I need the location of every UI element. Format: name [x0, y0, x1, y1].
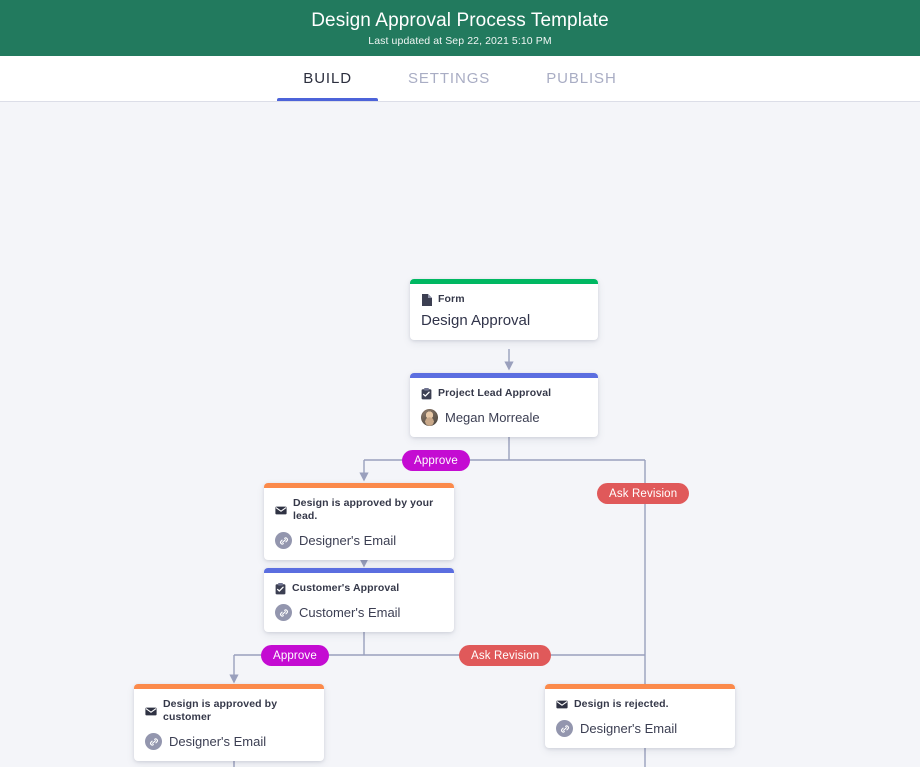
- branch-pill-revision-customer-label: Ask Revision: [471, 649, 540, 662]
- tab-build[interactable]: BUILD: [275, 56, 380, 101]
- approval-clipboard-icon: [421, 387, 432, 400]
- node-email-approved-by-customer-target-row: Designer's Email: [145, 733, 313, 750]
- node-email-rejected[interactable]: Design is rejected. Designer's Email: [545, 684, 735, 748]
- node-email-rejected-accent: [545, 684, 735, 689]
- node-email-approved-by-lead-accent: [264, 483, 454, 488]
- link-badge-icon: [275, 604, 292, 621]
- node-email-rejected-target: Designer's Email: [580, 720, 678, 736]
- tab-settings-label: SETTINGS: [407, 70, 491, 87]
- branch-pill-approve-lead[interactable]: Approve: [402, 450, 470, 471]
- node-form-title: Design Approval: [421, 312, 531, 329]
- node-form-accent: [410, 279, 598, 284]
- page-title: Design Approval Process Template: [311, 9, 609, 31]
- envelope-icon: [556, 700, 568, 709]
- tab-publish-label: PUBLISH: [546, 70, 617, 87]
- node-project-lead-approval-body: Project Lead Approval Megan Morreale: [410, 378, 598, 437]
- node-form-type-label: Form: [438, 293, 465, 305]
- document-icon: [421, 293, 432, 306]
- node-form-title-row: Design Approval: [421, 313, 587, 329]
- link-badge-icon: [145, 733, 162, 750]
- node-email-approved-by-lead-body: Design is approved by your lead. Designe…: [264, 488, 454, 560]
- node-form[interactable]: Form Design Approval: [410, 279, 598, 340]
- node-email-approved-by-customer-accent: [134, 684, 324, 689]
- branch-pill-approve-customer-label: Approve: [273, 649, 317, 662]
- branch-pill-approve-customer[interactable]: Approve: [261, 645, 329, 666]
- node-form-body: Form Design Approval: [410, 284, 598, 340]
- node-customers-approval[interactable]: Customer's Approval Customer's Email: [264, 568, 454, 632]
- envelope-icon: [275, 506, 287, 515]
- node-customers-approval-accent: [264, 568, 454, 573]
- node-customers-approval-type: Customer's Approval: [275, 582, 443, 595]
- branch-pill-revision-lead-label: Ask Revision: [609, 487, 678, 500]
- node-email-rejected-type: Design is rejected.: [556, 698, 724, 711]
- node-email-approved-by-customer-type-label: Design is approved by customer: [163, 698, 278, 723]
- app-header: Design Approval Process Template Last up…: [0, 0, 920, 56]
- link-badge-icon: [556, 720, 573, 737]
- node-customers-approval-target-row: Customer's Email: [275, 604, 443, 621]
- node-project-lead-approval[interactable]: Project Lead Approval Megan Morreale: [410, 373, 598, 437]
- node-email-approved-by-customer-target: Designer's Email: [169, 733, 267, 749]
- node-project-lead-approval-assignee-row: Megan Morreale: [421, 409, 587, 426]
- node-project-lead-approval-accent: [410, 373, 598, 378]
- node-project-lead-approval-type-label: Project Lead Approval: [438, 387, 552, 399]
- node-email-approved-by-lead-type: Design is approved by your lead.: [275, 497, 443, 523]
- node-email-approved-by-lead-target: Designer's Email: [299, 532, 397, 548]
- node-project-lead-approval-assignee: Megan Morreale: [445, 409, 540, 425]
- node-email-rejected-body: Design is rejected. Designer's Email: [545, 689, 735, 748]
- node-email-approved-by-lead-type-label: Design is approved by your lead.: [293, 497, 434, 522]
- workflow-canvas[interactable]: Form Design Approval Project Lead Approv…: [0, 102, 920, 767]
- link-badge-icon: [275, 532, 292, 549]
- last-updated-text: Last updated at Sep 22, 2021 5:10 PM: [368, 34, 552, 47]
- node-email-approved-by-customer-body: Design is approved by customer Designer'…: [134, 689, 324, 761]
- branch-pill-revision-customer[interactable]: Ask Revision: [459, 645, 552, 666]
- avatar: [421, 409, 438, 426]
- branch-pill-revision-lead[interactable]: Ask Revision: [597, 483, 690, 504]
- node-email-approved-by-lead[interactable]: Design is approved by your lead. Designe…: [264, 483, 454, 560]
- node-customers-approval-body: Customer's Approval Customer's Email: [264, 573, 454, 632]
- node-customers-approval-target: Customer's Email: [299, 604, 401, 620]
- node-email-approved-by-customer-type: Design is approved by customer: [145, 698, 313, 724]
- tab-publish[interactable]: PUBLISH: [518, 56, 645, 101]
- node-form-type: Form: [421, 293, 587, 306]
- node-email-rejected-type-label: Design is rejected.: [574, 698, 669, 710]
- tab-settings[interactable]: SETTINGS: [380, 56, 518, 101]
- approval-clipboard-icon: [275, 582, 286, 595]
- node-email-approved-by-lead-target-row: Designer's Email: [275, 532, 443, 549]
- node-email-rejected-target-row: Designer's Email: [556, 720, 724, 737]
- tab-build-label: BUILD: [303, 70, 352, 87]
- branch-pill-approve-lead-label: Approve: [414, 454, 458, 467]
- node-customers-approval-type-label: Customer's Approval: [292, 582, 400, 594]
- envelope-icon: [145, 707, 157, 716]
- node-email-approved-by-customer[interactable]: Design is approved by customer Designer'…: [134, 684, 324, 761]
- node-project-lead-approval-type: Project Lead Approval: [421, 387, 587, 400]
- tab-bar: BUILD SETTINGS PUBLISH: [0, 56, 920, 102]
